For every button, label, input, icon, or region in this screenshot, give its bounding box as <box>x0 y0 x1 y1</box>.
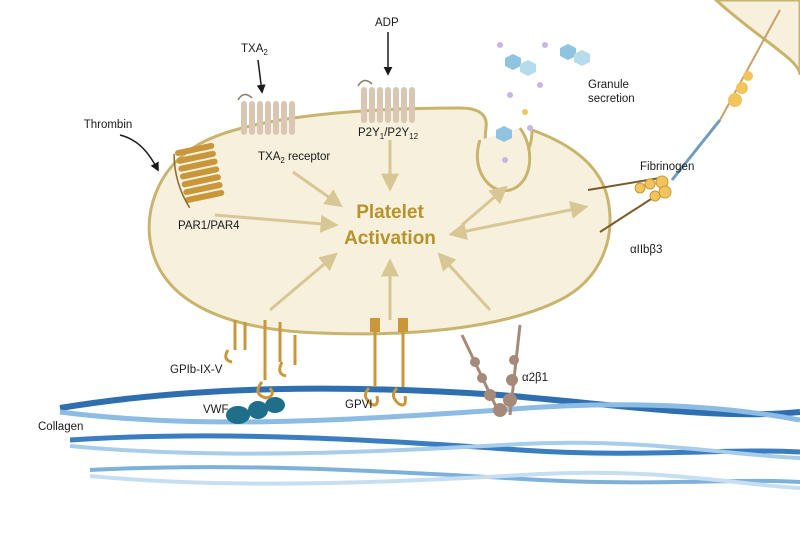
label-granule-1: Granule <box>588 79 629 91</box>
label-gpib: GPIb-IX-V <box>170 364 223 376</box>
p2y-receptor-icon <box>357 79 415 123</box>
label-txa2-receptor: TXA2 receptor <box>258 151 330 165</box>
neighbor-cell <box>713 0 800 76</box>
center-label-line2: Activation <box>344 228 436 249</box>
gpvi-receptor-icon <box>364 318 408 407</box>
center-label-line1: Platelet <box>356 202 424 223</box>
integrin-icon <box>587 175 672 233</box>
granule-molecule-icon <box>496 42 590 163</box>
label-fibrinogen: Fibrinogen <box>640 161 694 173</box>
label-adp: ADP <box>375 17 399 29</box>
txa2-arrow <box>256 59 266 94</box>
thrombin-arrow <box>119 134 159 172</box>
label-granule-2: secretion <box>588 93 635 105</box>
par-receptor-icon <box>173 142 225 209</box>
label-collagen: Collagen <box>38 421 83 433</box>
label-gpvi: GPVI <box>345 399 372 411</box>
label-a2b1: α2β1 <box>522 372 548 384</box>
label-p2y: P2Y1/P2Y12 <box>358 127 419 141</box>
label-thrombin: Thrombin <box>84 119 133 131</box>
label-vwf: VWF <box>203 404 229 416</box>
collagen-fibers <box>59 385 800 490</box>
vwf-icon <box>226 397 285 424</box>
label-par: PAR1/PAR4 <box>178 220 240 232</box>
a2b1-integrin-icon <box>460 324 522 417</box>
gpib-receptor-icon <box>224 320 297 400</box>
fibrinogen-icon <box>670 9 781 181</box>
txa2-receptor-icon <box>237 93 295 135</box>
label-integrin: αIIbβ3 <box>630 244 662 256</box>
label-txa2: TXA2 <box>241 43 268 57</box>
activation-arrows <box>214 140 589 320</box>
